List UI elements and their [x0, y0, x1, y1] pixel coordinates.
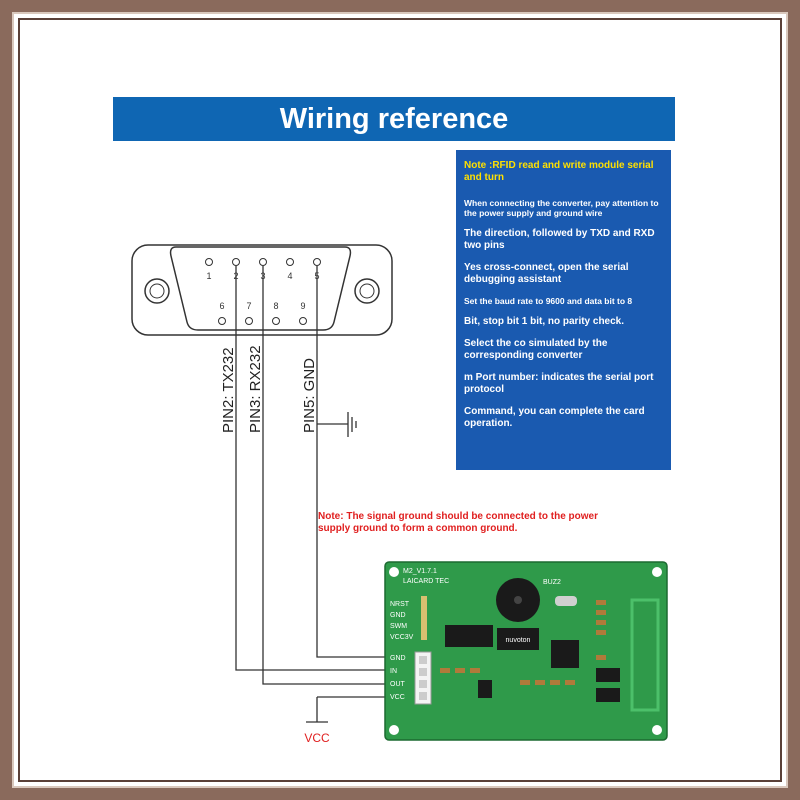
pin-number: 4 — [287, 271, 292, 281]
board-label: VCC3V — [390, 634, 414, 641]
wire-tx — [235, 266, 398, 671]
mount-hole — [652, 725, 662, 735]
note-line: Bit, stop bit 1 bit, no parity check. — [464, 316, 625, 327]
board-label: NRST — [390, 601, 410, 608]
board-maker: LAICARD TEC — [403, 578, 449, 585]
wire-label-tx: PIN2: TX232 — [220, 347, 237, 433]
vcc-label: VCC — [304, 731, 330, 745]
board-model: M2_V1.7.1 — [403, 568, 437, 575]
page-title: Wiring reference — [113, 97, 675, 141]
header-label: IN — [390, 668, 397, 675]
chip-text: nuvoton — [506, 637, 531, 644]
wire-label-gnd: PIN5: GND — [301, 358, 318, 433]
note-line: When connecting the converter, pay atten… — [464, 198, 659, 218]
rf-chip — [551, 640, 579, 668]
ic-chip — [445, 625, 493, 647]
wires — [235, 266, 398, 723]
header-label: OUT — [390, 681, 406, 688]
rfid-board: M2_V1.7.1 LAICARD TEC NRST GND SWM VCC3V… — [384, 561, 668, 741]
wire-rx — [262, 266, 398, 685]
header-label: GND — [390, 655, 406, 662]
header-label: VCC — [390, 694, 405, 701]
ground-note: Note: The signal ground should be connec… — [318, 511, 599, 534]
note-line: Yes cross-connect, open the serial debug… — [464, 262, 629, 285]
pin-number: 8 — [273, 301, 278, 311]
db9-connector: 1 2 3 4 5 6 7 8 9 — [131, 244, 393, 336]
board-label: SWM — [390, 623, 407, 630]
pin-number: 1 — [206, 271, 211, 281]
note-line: m Port number: indicates the serial port… — [464, 372, 654, 395]
notes-panel: Note :RFID read and write module serial … — [456, 150, 671, 470]
pin-header — [414, 651, 432, 705]
note-line: Set the baud rate to 9600 and data bit t… — [464, 296, 633, 306]
buzzer-label: BUZ2 — [543, 579, 561, 586]
note-line: Select the co simulated by the correspon… — [464, 338, 608, 361]
mount-hole — [389, 567, 399, 577]
pin-number: 6 — [219, 301, 224, 311]
wire-label-rx: PIN3: RX232 — [247, 345, 264, 433]
mount-hole — [652, 567, 662, 577]
pin-number: 9 — [300, 301, 305, 311]
board-label: GND — [390, 612, 406, 619]
pin-number: 7 — [246, 301, 251, 311]
mcu-chip — [497, 628, 539, 650]
note-line: The direction, followed by TXD and RXD t… — [464, 228, 655, 251]
notes-highlight: Note :RFID read and write module serial … — [464, 160, 654, 183]
mount-hole — [389, 725, 399, 735]
note-line: Command, you can complete the card opera… — [464, 406, 645, 429]
wire-gnd — [316, 266, 398, 658]
